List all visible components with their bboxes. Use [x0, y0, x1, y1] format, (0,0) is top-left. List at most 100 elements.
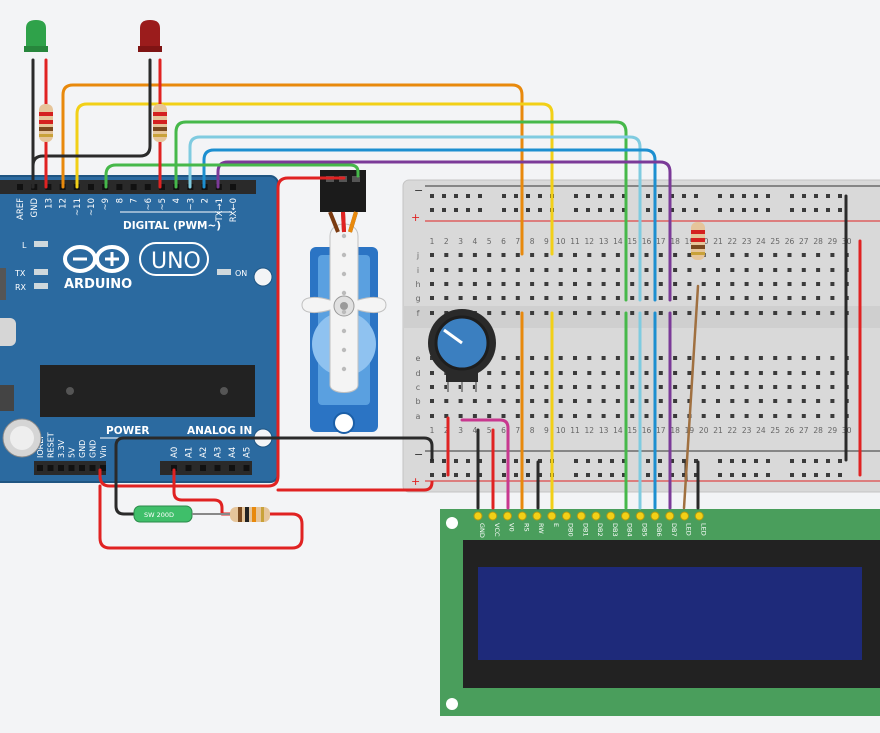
breadboard-hole[interactable]	[730, 385, 735, 389]
rail-hole[interactable]	[574, 194, 578, 198]
breadboard-hole[interactable]	[587, 414, 592, 418]
breadboard-hole[interactable]	[701, 414, 706, 418]
breadboard-hole[interactable]	[630, 268, 635, 272]
breadboard-hole[interactable]	[487, 385, 492, 389]
breadboard-hole[interactable]	[515, 282, 520, 286]
rail-hole[interactable]	[802, 459, 806, 463]
breadboard-hole[interactable]	[644, 399, 649, 403]
breadboard-hole[interactable]	[758, 399, 763, 403]
breadboard-hole[interactable]	[801, 385, 806, 389]
breadboard-hole[interactable]	[830, 356, 835, 360]
rail-hole[interactable]	[826, 473, 830, 477]
rail-hole[interactable]	[718, 208, 722, 212]
rail-hole[interactable]	[814, 459, 818, 463]
breadboard-hole[interactable]	[658, 268, 663, 272]
breadboard-hole[interactable]	[573, 399, 577, 403]
rail-hole[interactable]	[838, 194, 842, 198]
breadboard-hole[interactable]	[530, 399, 535, 403]
breadboard-hole[interactable]	[801, 268, 806, 272]
breadboard-hole[interactable]	[587, 385, 592, 389]
header-pin[interactable]	[37, 465, 43, 471]
breadboard-hole[interactable]	[472, 253, 477, 257]
breadboard-hole[interactable]	[730, 356, 735, 360]
header-pin[interactable]	[100, 465, 106, 471]
rail-hole[interactable]	[610, 208, 614, 212]
rail-hole[interactable]	[622, 473, 626, 477]
breadboard-hole[interactable]	[644, 282, 649, 286]
breadboard-hole[interactable]	[601, 282, 606, 286]
breadboard-hole[interactable]	[730, 296, 735, 300]
breadboard-hole[interactable]	[758, 414, 763, 418]
breadboard-hole[interactable]	[630, 399, 635, 403]
breadboard-hole[interactable]	[587, 399, 592, 403]
breadboard-hole[interactable]	[816, 311, 821, 315]
breadboard-hole[interactable]	[644, 356, 649, 360]
breadboard-hole[interactable]	[773, 356, 778, 360]
lcd-pin[interactable]	[547, 511, 557, 521]
rail-hole[interactable]	[478, 208, 482, 212]
breadboard-hole[interactable]	[530, 253, 535, 257]
breadboard-hole[interactable]	[658, 414, 663, 418]
rail-hole[interactable]	[646, 473, 650, 477]
breadboard-hole[interactable]	[458, 385, 463, 389]
rail-hole[interactable]	[622, 208, 626, 212]
lcd-pin[interactable]	[621, 511, 630, 521]
breadboard-hole[interactable]	[615, 253, 620, 257]
rail-hole[interactable]	[586, 459, 590, 463]
rail-hole[interactable]	[814, 194, 818, 198]
breadboard-hole[interactable]	[644, 414, 649, 418]
rail-hole[interactable]	[670, 208, 674, 212]
breadboard-hole[interactable]	[430, 399, 434, 403]
breadboard-hole[interactable]	[701, 311, 706, 315]
rail-hole[interactable]	[802, 194, 806, 198]
rail-hole[interactable]	[658, 208, 662, 212]
breadboard-hole[interactable]	[673, 399, 678, 403]
rail-hole[interactable]	[598, 208, 602, 212]
rail-hole[interactable]	[514, 208, 518, 212]
lcd-pin[interactable]	[650, 511, 660, 521]
breadboard-hole[interactable]	[472, 296, 477, 300]
header-pin[interactable]	[89, 465, 96, 471]
breadboard-hole[interactable]	[487, 253, 492, 257]
breadboard-hole[interactable]	[758, 282, 763, 286]
rail-hole[interactable]	[790, 208, 794, 212]
breadboard-hole[interactable]	[773, 399, 778, 403]
breadboard-hole[interactable]	[830, 399, 835, 403]
breadboard-hole[interactable]	[744, 268, 749, 272]
breadboard-hole[interactable]	[587, 371, 592, 375]
breadboard-hole[interactable]	[701, 296, 706, 300]
breadboard-hole[interactable]	[558, 311, 563, 315]
breadboard-hole[interactable]	[530, 282, 535, 286]
breadboard-hole[interactable]	[458, 282, 463, 286]
lcd-pin[interactable]	[591, 511, 601, 521]
breadboard-hole[interactable]	[430, 371, 434, 375]
breadboard-hole[interactable]	[644, 311, 649, 315]
breadboard-hole[interactable]	[716, 356, 720, 360]
breadboard-hole[interactable]	[573, 371, 577, 375]
breadboard-hole[interactable]	[558, 385, 563, 389]
breadboard-hole[interactable]	[501, 399, 506, 403]
breadboard-hole[interactable]	[758, 356, 763, 360]
breadboard-hole[interactable]	[801, 311, 806, 315]
breadboard-hole[interactable]	[444, 253, 449, 257]
lcd-pin[interactable]	[635, 511, 645, 521]
breadboard-hole[interactable]	[601, 311, 606, 315]
breadboard-hole[interactable]	[644, 268, 649, 272]
breadboard-hole[interactable]	[701, 371, 706, 375]
breadboard-hole[interactable]	[744, 414, 749, 418]
breadboard-hole[interactable]	[601, 414, 606, 418]
breadboard-hole[interactable]	[501, 371, 506, 375]
rail-hole[interactable]	[646, 194, 650, 198]
header-pin[interactable]	[185, 465, 192, 471]
breadboard-hole[interactable]	[687, 371, 692, 375]
breadboard-hole[interactable]	[573, 253, 577, 257]
breadboard-hole[interactable]	[515, 268, 520, 272]
rail-hole[interactable]	[478, 473, 482, 477]
breadboard-hole[interactable]	[544, 356, 549, 360]
rail-hole[interactable]	[658, 194, 662, 198]
header-pin[interactable]	[159, 184, 165, 190]
breadboard-hole[interactable]	[487, 399, 492, 403]
rail-hole[interactable]	[538, 459, 542, 463]
breadboard-hole[interactable]	[830, 385, 835, 389]
breadboard-hole[interactable]	[487, 268, 492, 272]
